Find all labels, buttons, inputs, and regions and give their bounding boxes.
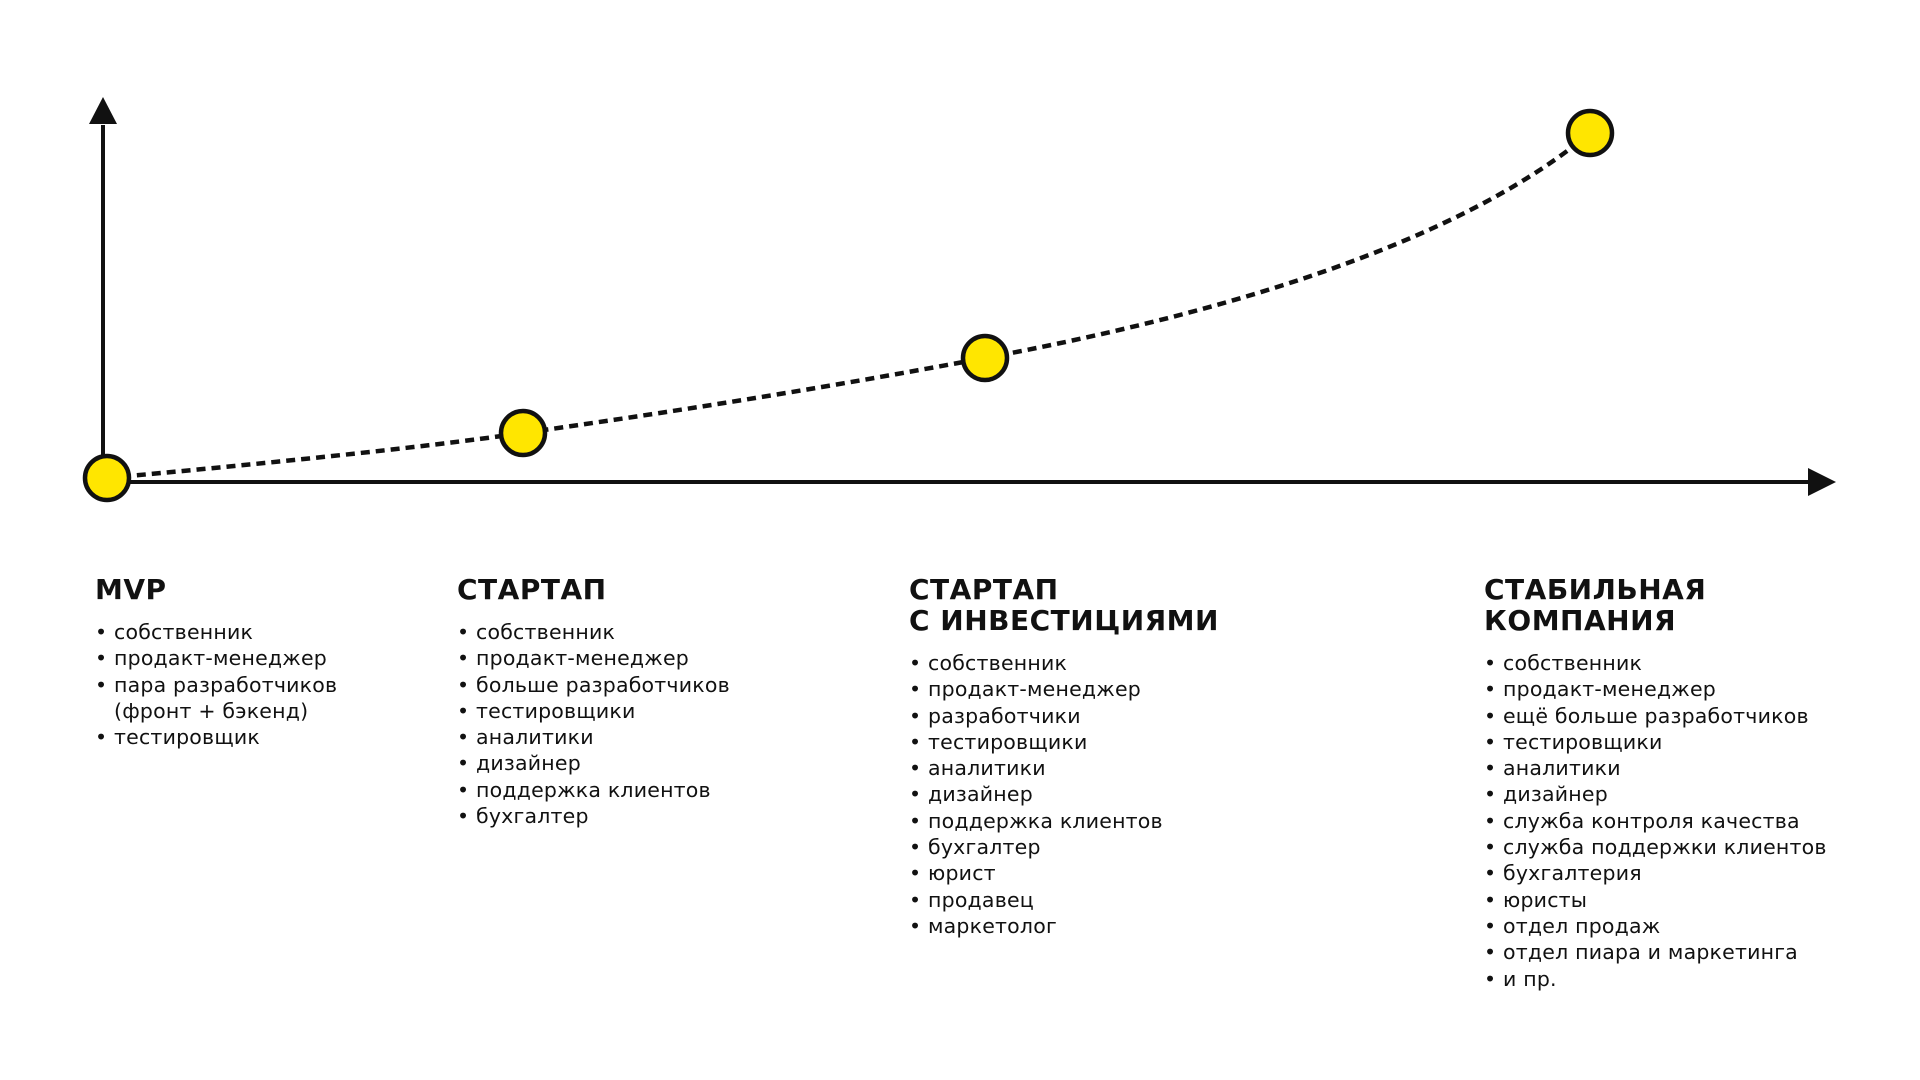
growth-curve: [106, 131, 1592, 481]
role-item: юристы: [1484, 887, 1827, 914]
role-item: тестировщики: [909, 729, 1219, 756]
role-item: служба поддержки клиентов: [1484, 834, 1827, 861]
role-item: дизайнер: [1484, 781, 1827, 808]
role-item: тестировщики: [457, 698, 730, 725]
stage-title-line: КОМПАНИЯ: [1484, 604, 1677, 637]
stage-title-line: СТАРТАП: [457, 573, 607, 606]
stage-startup: СТАРТАП собственникпродакт-менеджербольш…: [457, 574, 730, 830]
role-item: дизайнер: [909, 781, 1219, 808]
role-item: бухгалтер: [457, 803, 730, 830]
role-item: продакт-менеджер: [457, 645, 730, 672]
milestone-point-mvp: [82, 453, 132, 503]
role-item: поддержка клиентов: [909, 808, 1219, 835]
stage-role-list: собственникпродакт-менеджерещё больше ра…: [1484, 650, 1827, 992]
role-item: юрист: [909, 860, 1219, 887]
role-item: бухгалтерия: [1484, 860, 1827, 887]
role-item: ещё больше разработчиков: [1484, 703, 1827, 730]
stage-title: СТАРТАП: [457, 574, 730, 605]
stage-role-list: собственникпродакт-менеджербольше разраб…: [457, 619, 730, 830]
stage-title-line: СТАБИЛЬНАЯ: [1484, 573, 1707, 606]
role-item: аналитики: [909, 755, 1219, 782]
role-item: разработчики: [909, 703, 1219, 730]
role-item: собственник: [909, 650, 1219, 677]
role-item: отдел пиара и маркетинга: [1484, 939, 1827, 966]
stage-title-line: MVP: [95, 573, 167, 606]
role-item: служба контроля качества: [1484, 808, 1827, 835]
stage-title-line: С ИНВЕСТИЦИЯМИ: [909, 604, 1219, 637]
role-item: собственник: [95, 619, 337, 646]
role-item: тестировщик: [95, 724, 337, 751]
role-item: дизайнер: [457, 750, 730, 777]
stage-mvp: MVP собственникпродакт-менеджерпара разр…: [95, 574, 337, 751]
role-item: отдел продаж: [1484, 913, 1827, 940]
role-item: больше разработчиков: [457, 672, 730, 699]
role-item: пара разработчиков(фронт + бэкенд): [95, 672, 337, 725]
role-item: тестировщики: [1484, 729, 1827, 756]
x-axis-arrow-icon: [1808, 468, 1836, 496]
milestone-point-startup-with-investment: [960, 333, 1010, 383]
role-item: собственник: [1484, 650, 1827, 677]
stage-role-list: собственникпродакт-менеджерпара разработ…: [95, 619, 337, 751]
role-item: продакт-менеджер: [1484, 676, 1827, 703]
stage-title-line: СТАРТАП: [909, 573, 1059, 606]
milestone-point-stable-company: [1565, 108, 1615, 158]
role-item: продакт-менеджер: [909, 676, 1219, 703]
role-item: продакт-менеджер: [95, 645, 337, 672]
role-item: поддержка клиентов: [457, 777, 730, 804]
y-axis-arrow-icon: [89, 97, 117, 124]
role-item: собственник: [457, 619, 730, 646]
role-item: аналитики: [1484, 755, 1827, 782]
role-item: бухгалтер: [909, 834, 1219, 861]
role-item: аналитики: [457, 724, 730, 751]
milestone-point-startup: [498, 408, 548, 458]
role-item: продавец: [909, 887, 1219, 914]
role-item: и пр.: [1484, 966, 1827, 993]
stage-title: MVP: [95, 574, 337, 605]
stage-role-list: собственникпродакт-менеджерразработчикит…: [909, 650, 1219, 940]
role-item: маркетолог: [909, 913, 1219, 940]
